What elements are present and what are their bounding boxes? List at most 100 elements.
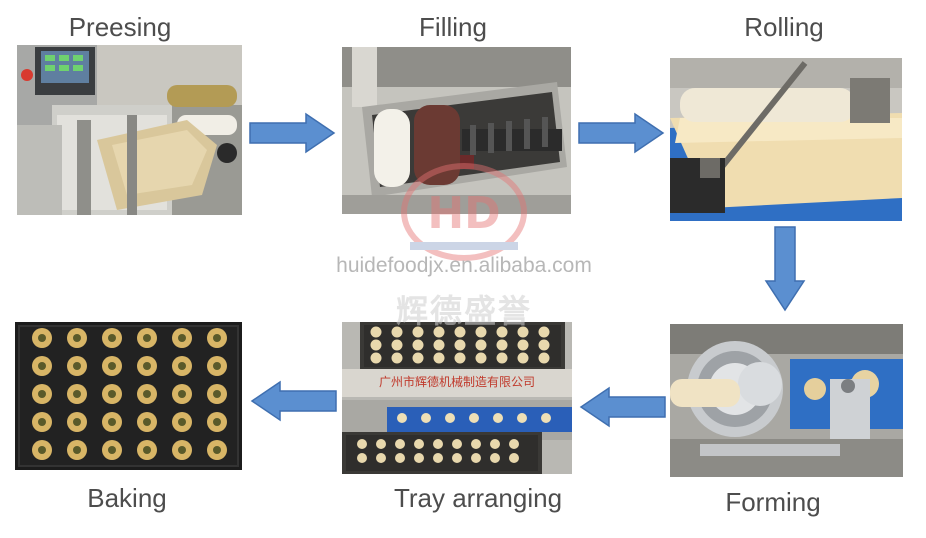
forming-photo [670,324,903,477]
dough-ball [412,352,424,364]
pressing-photo [17,45,242,215]
pastry-topping [38,362,46,370]
dough-ball [517,352,529,364]
dough-ball [357,453,367,463]
step-label-tray-arranging: Tray arranging [393,483,563,513]
dough-ball [538,339,550,351]
baking-photo [15,322,242,470]
pastry-topping [178,446,186,454]
dough-ball [493,413,503,423]
dough-ball [370,352,382,364]
dough-ball [496,326,508,338]
pastry-topping [143,334,151,342]
dough-ball [433,326,445,338]
dough-ball [433,339,445,351]
dough-ball [490,453,500,463]
pastry-topping [143,446,151,454]
pastry-topping [143,418,151,426]
step-label-forming: Forming [725,487,821,517]
watermark-url: huidefoodjx.en.alibaba.com [336,254,592,277]
pastry-topping [73,362,81,370]
dough-ball [414,453,424,463]
pastry-topping [178,334,186,342]
dough-ball [454,326,466,338]
dough-ball [490,439,500,449]
dough-ball [509,453,519,463]
pastry-topping [38,418,46,426]
dough-ball [391,326,403,338]
dough-ball [421,413,431,423]
dough-ball [452,439,462,449]
step-label-filling: Filling [419,12,487,42]
pastry-topping [38,334,46,342]
watermark-company-cn: 辉德盛誉 [395,293,533,329]
pastry-topping [178,390,186,398]
pastry-topping [73,446,81,454]
dough-ball [370,339,382,351]
dough-ball [517,413,527,423]
pastry-topping [108,390,116,398]
dough-ball [370,326,382,338]
dough-ball [538,352,550,364]
step-label-pressing: Preesing [68,12,172,42]
dough-ball [496,352,508,364]
dough-ball [391,339,403,351]
pastry-topping [213,362,221,370]
arrow-right-2 [578,112,665,154]
pastry-topping [143,362,151,370]
arrow-left-2 [250,380,337,422]
hd-logo-text: HD [427,188,500,239]
arrow-left-1 [579,386,666,428]
dough-ball [496,339,508,351]
dough-ball [412,339,424,351]
pastry-topping [213,334,221,342]
dough-ball [471,439,481,449]
dough-ball [452,453,462,463]
dough-ball [433,439,443,449]
pastry-topping [213,446,221,454]
machine-banner-text: 广州市辉德机械制造有限公司 [379,374,535,389]
dough-ball [454,339,466,351]
pastry-topping [108,446,116,454]
dough-ball [454,352,466,364]
pastry-topping [108,362,116,370]
pastry-topping [108,418,116,426]
pastry-topping [178,418,186,426]
step-label-baking: Baking [87,483,167,513]
step-label-rolling: Rolling [744,12,824,42]
dough-ball [475,352,487,364]
dough-ball [475,339,487,351]
pastry-topping [213,418,221,426]
dough-ball [517,339,529,351]
pastry-topping [73,418,81,426]
pastry-topping [73,334,81,342]
dough-ball [445,413,455,423]
dough-ball [475,326,487,338]
pastry-topping [38,390,46,398]
tray-arranging-photo: 广州市辉德机械制造有限公司 [342,322,572,474]
dough-ball [541,413,551,423]
dough-ball [395,439,405,449]
pastry-topping [38,446,46,454]
dough-ball [469,413,479,423]
pastry-topping [108,334,116,342]
dough-ball [433,453,443,463]
dough-ball [517,326,529,338]
pastry-topping [73,390,81,398]
dough-ball [395,453,405,463]
arrow-right-1 [249,112,336,154]
dough-ball [376,439,386,449]
dough-ball [412,326,424,338]
dough-ball [509,439,519,449]
pastry-topping [213,390,221,398]
rolling-photo [670,58,902,221]
filling-photo [342,47,571,214]
pastry-topping [178,362,186,370]
arrow-down [764,226,806,312]
dough-ball [433,352,445,364]
dough-ball [414,439,424,449]
dough-ball [391,352,403,364]
dough-ball [538,326,550,338]
dough-ball [357,439,367,449]
pastry-topping [143,390,151,398]
